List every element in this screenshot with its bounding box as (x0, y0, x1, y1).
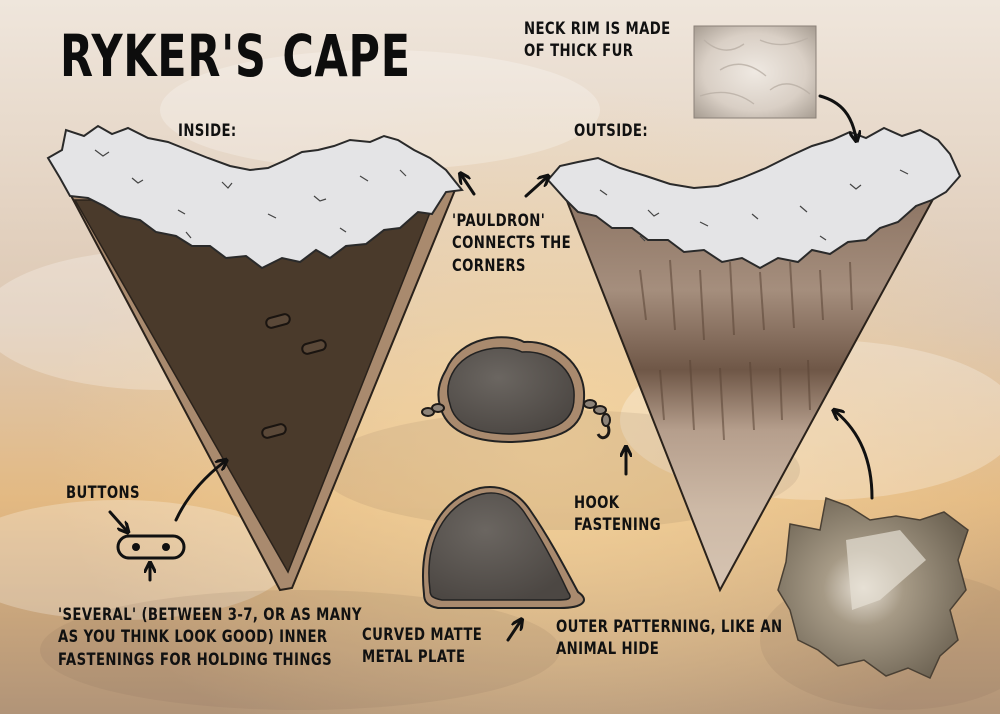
plate-note-line: CURVED MATTE (362, 625, 483, 645)
neck-rim-note-line: NECK RIM IS MADE (524, 19, 671, 39)
button-icon (116, 534, 186, 560)
cape-outside-fur-collar (546, 126, 962, 270)
arrow-hide (836, 412, 874, 500)
arrow-pauldron-right (524, 178, 546, 198)
pauldron-top-view (421, 336, 611, 444)
pauldron-note-line: 'PAULDRON' (452, 211, 546, 231)
neck-rim-note: NECK RIM IS MADE OF THICK FUR (524, 18, 671, 63)
fur-texture-marks-outside (599, 169, 909, 242)
fur-reference-photo (693, 25, 817, 119)
pattern-note-line: ANIMAL HIDE (556, 639, 660, 660)
cape-inside-fur-collar (46, 124, 464, 270)
inside-label: INSIDE: (178, 121, 237, 141)
annotation-arrows (108, 94, 874, 642)
pauldron-note: 'PAULDRON' CONNECTS THE CORNERS (452, 210, 571, 277)
fastenings-note: 'SEVERAL' (BETWEEN 3-7, OR AS MANY AS YO… (58, 604, 362, 671)
fastenings-note-line: AS YOU THINK LOOK GOOD) INNER (58, 627, 328, 648)
buttons-label: BUTTONS (66, 483, 140, 503)
hook (596, 425, 611, 440)
pauldron-note-line: CORNERS (452, 255, 526, 276)
arrow-buttons-down (108, 510, 126, 530)
animal-hide-photo (777, 496, 969, 679)
cape-inside-illustration (46, 124, 464, 592)
pattern-note-line: OUTER PATTERNING, LIKE AN (556, 617, 783, 637)
pauldron-side-view (422, 486, 585, 609)
page-title: RYKER'S CAPE (60, 22, 411, 90)
chain (421, 399, 611, 427)
pattern-note: OUTER PATTERNING, LIKE AN ANIMAL HIDE (556, 616, 782, 661)
hide-streaks (639, 259, 853, 441)
outside-label: OUTSIDE: (574, 121, 649, 141)
pauldron-note-line: CONNECTS THE (452, 233, 572, 254)
hook-note: HOOK FASTENING (574, 492, 661, 537)
hook-note-line: HOOK (574, 493, 620, 513)
neck-rim-note-line: OF THICK FUR (524, 41, 634, 62)
plate-note-line: METAL PLATE (362, 647, 466, 668)
inner-buttons (261, 313, 327, 439)
inner-button (265, 313, 291, 329)
arrow-plate (506, 622, 520, 642)
hook-note-line: FASTENING (574, 515, 661, 536)
arrow-neck-rim (818, 94, 856, 138)
inner-button (301, 339, 327, 355)
plate-note: CURVED MATTE METAL PLATE (362, 624, 482, 669)
arrow-pauldron-left (462, 176, 476, 196)
arrow-to-inner-fastenings (174, 462, 224, 522)
cape-outside-illustration (546, 126, 962, 593)
inner-button (261, 423, 287, 439)
fur-texture-marks (94, 149, 407, 239)
fastenings-note-line: FASTENINGS FOR HOLDING THINGS (58, 649, 333, 670)
fastenings-note-line: 'SEVERAL' (BETWEEN 3-7, OR AS MANY (58, 605, 362, 625)
